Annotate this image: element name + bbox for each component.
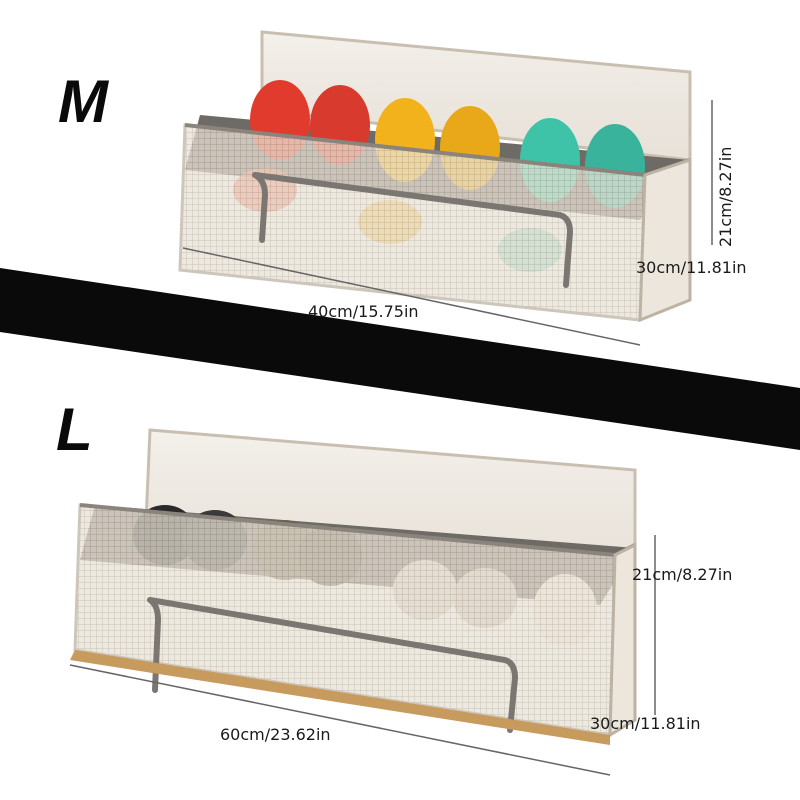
large-storage-box	[70, 428, 637, 745]
medium-storage-box	[178, 30, 692, 323]
divider-band	[0, 268, 800, 450]
m-length-line	[182, 247, 641, 346]
size-label-l: L	[56, 396, 93, 463]
l-height-dimension: 21cm/8.27in	[632, 565, 733, 584]
l-width-dimension: 30cm/11.81in	[590, 714, 701, 733]
m-length-dimension: 40cm/15.75in	[308, 302, 419, 321]
l-length-dimension: 60cm/23.62in	[220, 725, 331, 744]
m-height-dimension: 21cm/8.27in	[716, 146, 735, 247]
size-label-m: M	[58, 68, 108, 135]
m-width-dimension: 30cm/11.81in	[636, 258, 747, 277]
l-length-line	[69, 664, 611, 776]
